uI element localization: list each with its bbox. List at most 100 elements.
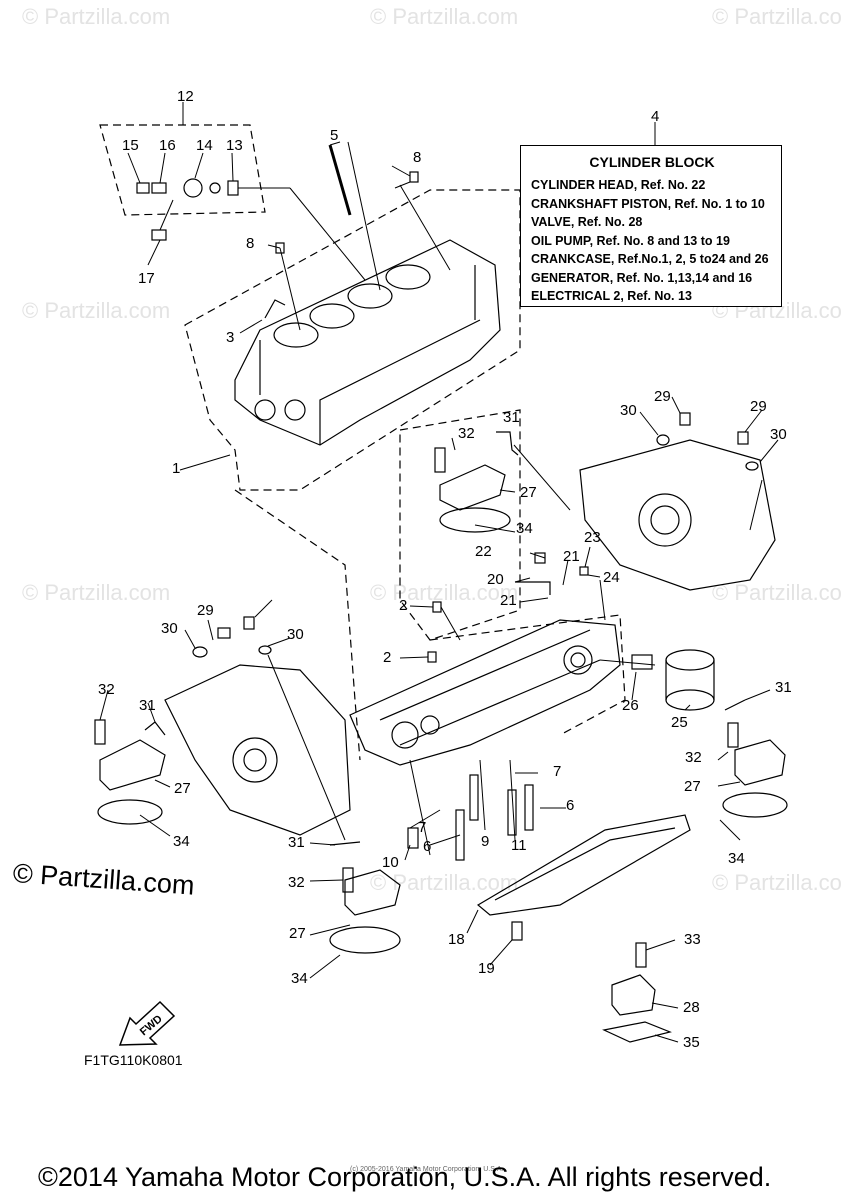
oil-pan-part [476, 814, 691, 916]
crankcase-outline [399, 409, 521, 641]
callout-number: 34 [728, 850, 745, 867]
oil-pump-group-outline [99, 124, 266, 216]
callout-number: 30 [161, 620, 178, 637]
callout-number: 7 [553, 763, 561, 780]
generator-cover-right [579, 439, 776, 591]
callout-number: 30 [770, 426, 787, 443]
callout-number: 9 [481, 833, 489, 850]
bolt-part [243, 616, 255, 630]
callout-number: 15 [122, 137, 139, 154]
bolt-part [679, 412, 691, 426]
callout-number: 6 [423, 838, 431, 855]
callout-number: 6 [566, 797, 574, 814]
cylinder-block-part [234, 239, 501, 446]
callout-number: 33 [684, 931, 701, 948]
callout-number: 2 [383, 649, 391, 666]
legend-line: ELECTRICAL 2, Ref. No. 13 [531, 289, 692, 303]
oil-filter-part [665, 649, 715, 711]
legend-title: CYLINDER BLOCK [589, 154, 715, 170]
watermark: © Partzilla.com [712, 580, 842, 605]
bolt-part [524, 784, 534, 831]
legend-line: CRANKCASE, Ref.No.1, 2, 5 to24 and 26 [531, 252, 769, 266]
damper-mount-part [602, 974, 672, 1043]
legend-line: CRANKSHAFT PISTON, Ref. No. 1 to 10 [531, 196, 765, 211]
callout-number: 27 [684, 778, 701, 795]
bolt-part [217, 627, 231, 639]
legend-box: CYLINDER BLOCK CYLINDER HEAD, Ref. No. 2… [520, 145, 782, 307]
engine-mount-part [97, 739, 166, 825]
callout-number: 32 [685, 749, 702, 766]
engine-mount-part [439, 464, 511, 533]
callout-number: 18 [448, 931, 465, 948]
crankcase-part [349, 619, 621, 766]
drawing-code: F1TG110K0801 [84, 1052, 183, 1068]
bolt-part [151, 182, 167, 194]
callout-number: 13 [226, 137, 243, 154]
callout-number: 14 [196, 137, 213, 154]
dowel-pin-part [427, 651, 437, 663]
legend-line: CYLINDER HEAD, Ref. No. 22 [531, 178, 706, 192]
stud-bolt-part [328, 144, 352, 216]
washer-part [192, 646, 208, 658]
watermark: © Partzilla.com [712, 870, 842, 895]
cylinder-block-outline [184, 189, 521, 491]
callout-number: 32 [288, 874, 305, 891]
callout-number: 12 [177, 88, 194, 105]
hose-fitting-part [264, 299, 286, 319]
callout-number: 20 [487, 571, 504, 588]
callout-number: 27 [289, 925, 306, 942]
fwd-arrow-icon [118, 1000, 176, 1046]
callout-number: 17 [138, 270, 155, 287]
callout-number: 31 [503, 409, 520, 426]
washer-part [656, 434, 670, 446]
callout-number: 31 [288, 834, 305, 851]
dowel-pin-part [409, 171, 419, 183]
callout-number: 34 [173, 833, 190, 850]
bolt-part [737, 431, 749, 445]
watermark: © Partzilla.com [22, 298, 171, 323]
watermark: © Partzilla.com [370, 580, 519, 605]
left-group-outline [234, 489, 361, 761]
callout-number: 24 [603, 569, 620, 586]
watermark: © Partzilla.com [22, 580, 171, 605]
bolt-part [136, 182, 150, 194]
dowel-pin-part [579, 566, 589, 576]
lower-crankcase-outline [429, 614, 626, 736]
legend-line: VALVE, Ref. No. 28 [531, 215, 643, 229]
watermark: © Partzilla.com [370, 870, 519, 895]
callout-number: 8 [246, 235, 254, 252]
callout-number: 28 [683, 999, 700, 1016]
dowel-pin-part [275, 242, 285, 254]
callout-number: 16 [159, 137, 176, 154]
callout-number: 7 [418, 819, 426, 836]
callout-number: 31 [139, 697, 156, 714]
legend-line: GENERATOR, Ref. No. 1,13,14 and 16 [531, 270, 753, 285]
callout-number: 30 [620, 402, 637, 419]
bolt-part [94, 719, 106, 745]
callout-number: 25 [671, 714, 688, 731]
dowel-pin-part [432, 601, 442, 613]
legend-line: OIL PUMP, Ref. No. 8 and 13 to 19 [531, 233, 730, 248]
bolt-part [151, 229, 167, 241]
generator-cover-left [164, 664, 351, 836]
callout-number: 26 [622, 697, 639, 714]
callout-number: 34 [516, 520, 533, 537]
bolt-part [469, 774, 479, 821]
callout-number: 8 [413, 149, 421, 166]
callout-number: 21 [500, 592, 517, 609]
plug-part [227, 180, 239, 196]
fine-print: (c) 2005-2016 Yamaha Motor Corporation, … [350, 1166, 504, 1173]
callout-number: 4 [651, 108, 659, 125]
leader-lines [99, 102, 779, 1043]
callout-number: 27 [174, 780, 191, 797]
bolt-part [407, 827, 419, 849]
callout-number: 2 [399, 597, 407, 614]
watermark: © Partzilla.com [22, 4, 171, 29]
callout-number: 34 [291, 970, 308, 987]
washer-part [258, 645, 272, 655]
bolt-part [434, 447, 446, 473]
callout-number: 30 [287, 626, 304, 643]
engine-mount-part [722, 739, 788, 818]
callout-number: 1 [172, 460, 180, 477]
